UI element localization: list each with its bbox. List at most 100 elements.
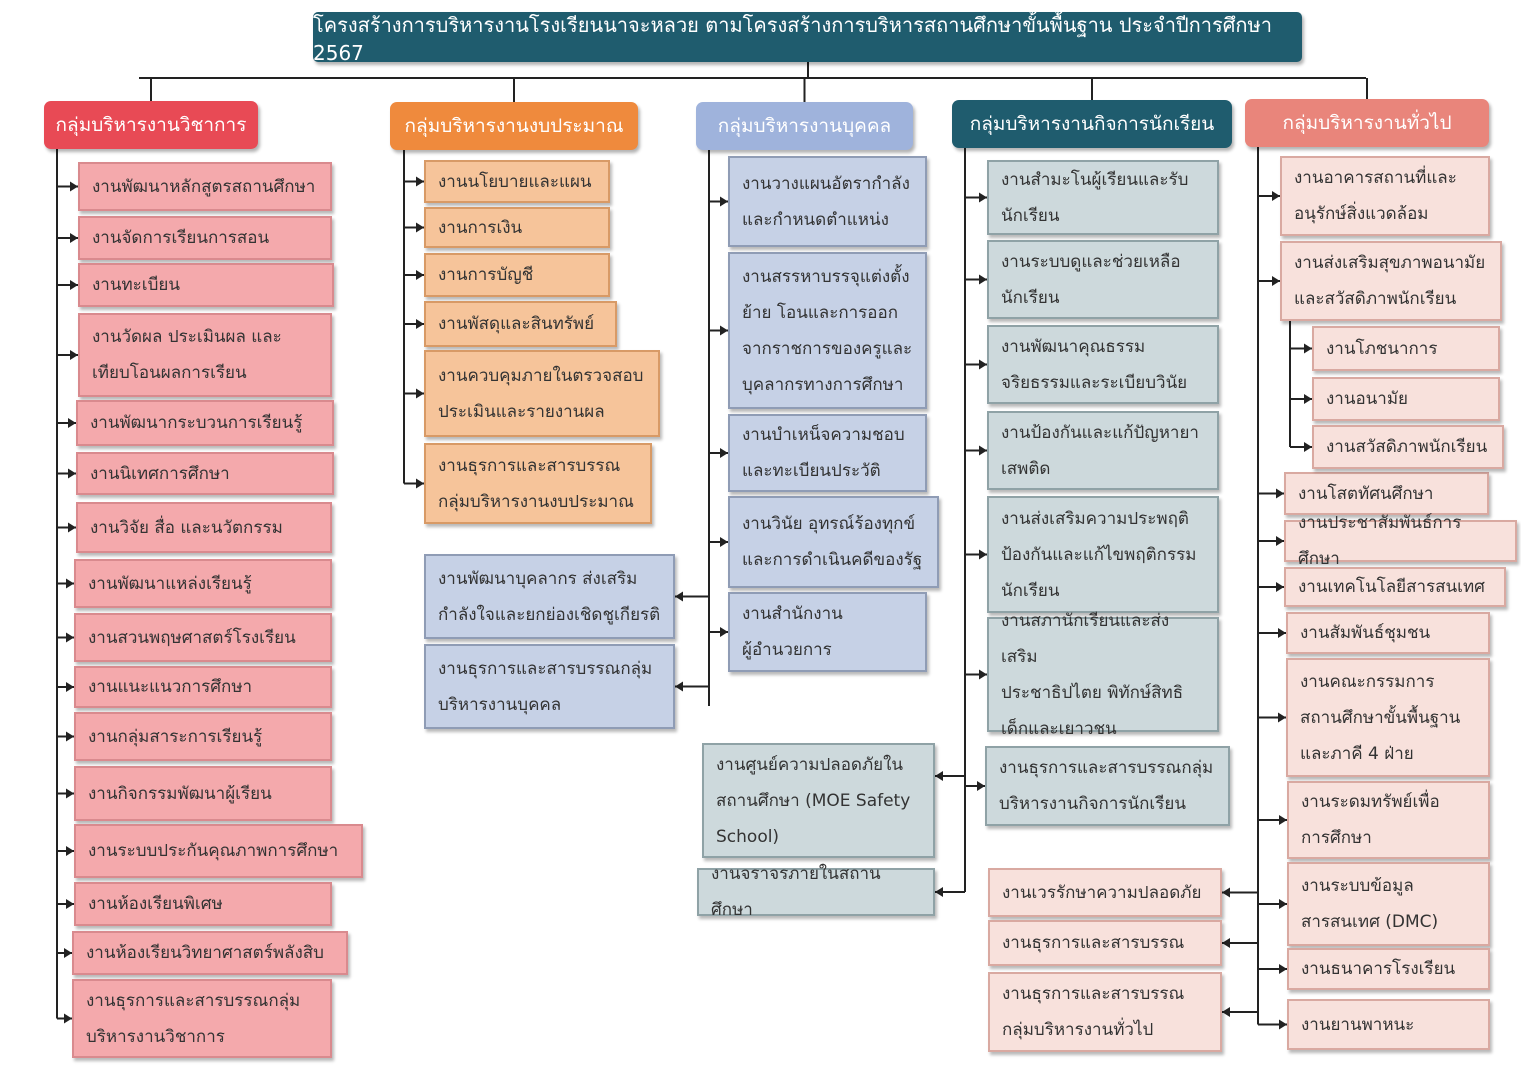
student-task-box: งานป้องกันและแก้ปัญหายา เสพติด [987,411,1219,490]
arrowhead [66,632,74,643]
arrowhead [720,196,728,207]
arrowhead [675,591,683,602]
academic-task-box: งานแนะแนวการศึกษา [74,666,332,708]
student-task-box: งานสำมะโนผู้เรียนและรับ นักเรียน [987,160,1219,235]
general-group-header: กลุ่มบริหารงานทั่วไป [1245,99,1489,147]
arrowhead [1222,887,1230,898]
academic-task-box: งานจัดการเรียนการสอน [78,216,332,260]
arrowhead [1279,1019,1287,1030]
academic-task-box: งานพัฒนาหลักสูตรสถานศึกษา [78,162,332,211]
arrowhead [720,537,728,547]
arrowhead [70,233,78,243]
academic-task-box: งานนิเทศการศึกษา [76,452,334,495]
arrowhead [66,846,74,856]
academic-task-box: งานระบบประกันคุณภาพการศึกษา [74,824,363,878]
academic-task-box: งานวัดผล ประเมินผล และ เทียบโอนผลการเรีย… [78,313,332,397]
arrowhead [70,181,78,192]
arrowhead [1276,582,1284,592]
academic-task-box: งานพัฒนาแหล่งเรียนรู้ [74,559,332,608]
academic-task-box: งานพัฒนากระบวนการเรียนรู้ [76,400,334,446]
arrowhead [1272,276,1280,286]
personnel-task-box: งานสรรหาบรรจุแต่งตั้ง ย้าย โอนและการออก … [728,252,927,409]
general-task-box: งานส่งเสริมสุขภาพอนามัย และสวัสดิภาพนักเ… [1280,241,1502,321]
arrowhead [1304,343,1312,354]
arrowhead [1279,815,1287,825]
academic-task-box: งานวิจัย สื่อ และนวัตกรรม [76,502,332,553]
arrowhead [1304,442,1312,452]
arrowhead [935,887,943,897]
arrowhead [70,350,78,360]
academic-task-box: งานห้องเรียนวิทยาศาสตร์พลังสิบ [72,931,348,975]
arrowhead [66,578,74,589]
arrowhead [979,445,987,456]
arrowhead [720,448,728,458]
personnel-task-box: งานบำเหน็จความชอบ และทะเบียนประวัติ [728,414,927,492]
arrowhead [68,522,76,533]
student-task-box: งานธุรการและสารบรรณกลุ่ม บริหารงานกิจการ… [985,746,1230,826]
arrowhead [977,781,985,791]
general-side-task-box: งานธุรการและสารบรรณ [988,920,1222,966]
arrowhead [66,682,74,692]
arrowhead [1276,488,1284,499]
personnel-side-task-box: งานพัฒนาบุคลากร ส่งเสริม กำลังใจและยกย่อ… [424,554,675,639]
academic-task-box: งานห้องเรียนพิเศษ [74,882,332,926]
academic-task-box: งานกลุ่มสาระการเรียนรู้ [74,712,332,761]
arrowhead [416,176,424,187]
general-task-box: งานยานพาหนะ [1287,999,1490,1050]
arrowhead [64,1013,72,1024]
student-task-box: งานระบบดูและช่วยเหลือ นักเรียน [987,240,1219,319]
budget-task-box: งานควบคุมภายในตรวจสอบ ประเมินและรายงานผล [424,350,660,437]
academic-task-box: งานทะเบียน [78,263,334,307]
general-task-box: งานเทคโนโลยีสารสนเทศ [1284,567,1506,607]
arrowhead [64,948,72,958]
arrowhead [416,319,424,329]
budget-task-box: งานพัสดุและสินทรัพย์ [424,301,617,347]
personnel-task-box: งานวางแผนอัตรากำลัง และกำหนดตำแหน่ง [728,156,927,247]
arrowhead [1279,899,1287,909]
arrowhead [1222,1007,1230,1017]
arrowhead [979,549,987,560]
arrowhead [979,274,987,285]
student-side-task-box: งานศูนย์ความปลอดภัยใน สถานศึกษา (MOE Saf… [702,743,935,858]
student-group-header: กลุ่มบริหารงานกิจการนักเรียน [952,100,1232,148]
general-sub-task-box: งานโภชนาการ [1312,326,1500,371]
student-task-box: งานพัฒนาคุณธรรม จริยธรรมและระเบียบวินัย [987,325,1219,404]
arrowhead [416,222,424,233]
general-task-box: งานสัมพันธ์ชุมชน [1286,612,1490,654]
general-task-box: งานระดมทรัพย์เพื่อ การศึกษา [1287,781,1490,859]
personnel-task-box: งานวินัย อุทรณ์ร้องทุกข์ และการดำเนินคดี… [728,496,939,588]
arrowhead [720,627,728,637]
arrowhead [68,468,76,479]
general-task-box: งานโสตทัศนศึกษา [1284,472,1489,515]
academic-task-box: งานสวนพฤษศาสตร์โรงเรียน [74,613,332,662]
general-sub-task-box: งานอนามัย [1312,377,1500,421]
general-side-task-box: งานธุรการและสารบรรณ กลุ่มบริหารงานทั่วไป [988,972,1222,1052]
arrowhead [1222,938,1230,948]
budget-group-header: กลุ่มบริหารงานงบประมาณ [390,102,638,150]
general-task-box: งานคณะกรรมการ สถานศึกษาขั้นพื้นฐาน และภา… [1286,658,1490,777]
arrowhead [66,899,74,909]
arrowhead [1278,712,1286,723]
arrowhead [68,418,76,428]
personnel-side-task-box: งานธุรการและสารบรรณกลุ่ม บริหารงานบุคคล [424,644,675,729]
arrowhead [935,771,943,781]
arrowhead [720,325,728,336]
general-task-box: งานระบบข้อมูล สารสนเทศ (DMC) [1287,862,1490,946]
arrowhead [979,192,987,203]
arrowhead [416,478,424,489]
page-title: โครงสร้างการบริหารงานโรงเรียนนาจะหลวย ตา… [313,12,1302,65]
budget-task-box: งานการเงิน [424,207,610,248]
arrowhead [1276,536,1284,546]
arrowhead [979,359,987,370]
academic-task-box: งานธุรการและสารบรรณกลุ่ม บริหารงานวิชากา… [72,979,332,1058]
academic-group-header: กลุ่มบริหารงานวิชาการ [44,101,258,149]
student-side-task-box: งานจราจรภายในสถานศึกษา [697,864,935,920]
personnel-group-header: กลุ่มบริหารงานบุคคล [696,102,913,150]
personnel-task-box: งานสำนักงาน ผู้อำนวยการ [728,592,927,672]
general-side-task-box: งานเวรรักษาความปลอดภัย [988,868,1222,917]
arrowhead [70,280,78,290]
arrowhead [1278,628,1286,638]
general-sub-task-box: งานสวัสดิภาพนักเรียน [1312,425,1504,469]
arrowhead [416,270,424,280]
